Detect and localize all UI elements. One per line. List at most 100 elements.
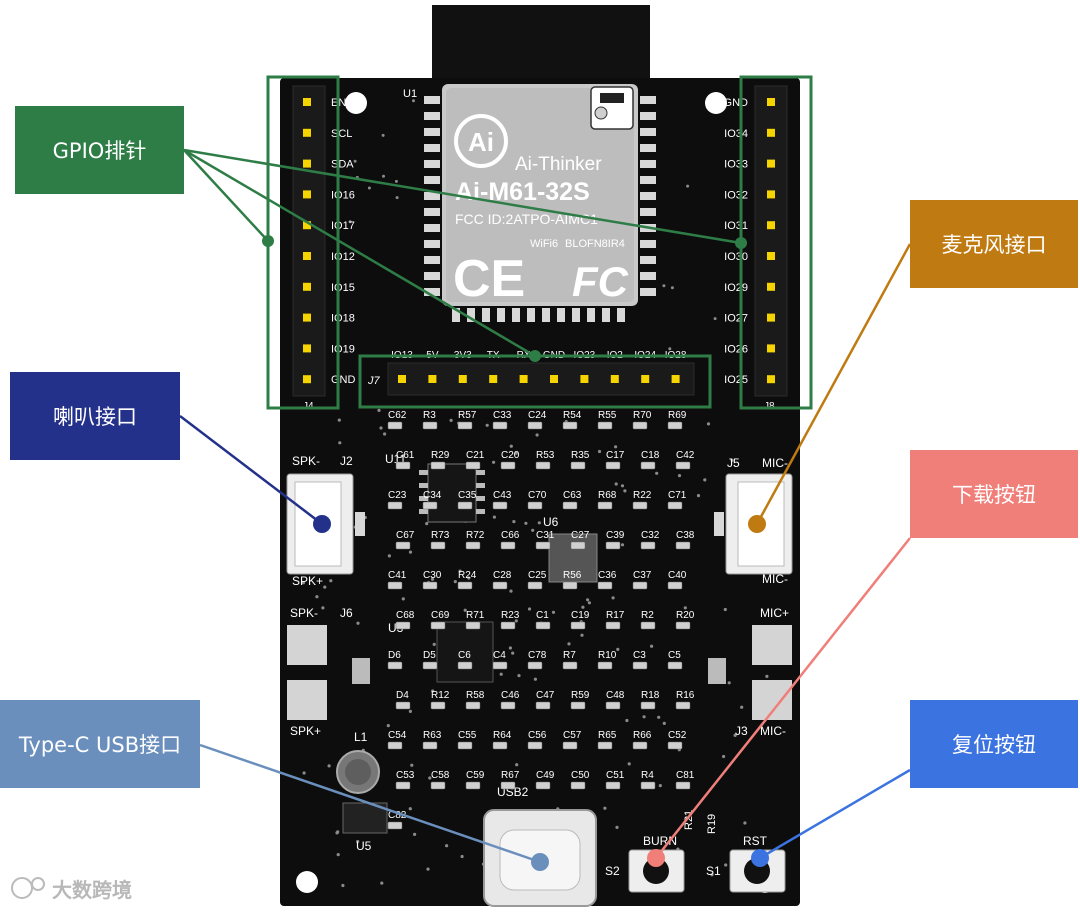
- smd-part: [395, 781, 411, 790]
- component-designator: R68: [598, 490, 617, 501]
- via: [499, 672, 503, 676]
- smd-part: [430, 621, 446, 630]
- component-designator: R73: [431, 530, 450, 541]
- smd-part: [430, 701, 446, 710]
- via: [686, 184, 690, 188]
- bottom-pin: [550, 375, 558, 383]
- module-pads: [424, 96, 656, 322]
- smd-part: [465, 701, 481, 710]
- via: [302, 771, 306, 775]
- reset-label: 复位按钮: [952, 733, 1036, 757]
- via: [597, 449, 602, 454]
- component-designator: C50: [571, 770, 590, 781]
- ic-u11-legs: [419, 470, 485, 514]
- via: [740, 705, 744, 709]
- component-designator: R64: [493, 730, 512, 741]
- via: [722, 754, 726, 759]
- component-designator: C35: [458, 490, 477, 501]
- via: [460, 854, 464, 859]
- smd-part: [640, 781, 656, 790]
- module-shield-inner: [446, 88, 634, 302]
- component-designator: C33: [493, 410, 512, 421]
- ic-u3: [436, 621, 494, 683]
- via: [620, 543, 625, 547]
- component-designator: C20: [501, 450, 520, 461]
- right-pin-label: IO27: [724, 313, 748, 325]
- speaker-callout-line: [179, 415, 323, 525]
- component-designator: C30: [423, 570, 442, 581]
- via: [329, 579, 333, 583]
- right-pin: [767, 252, 775, 260]
- via: [338, 441, 342, 445]
- module-pad: [424, 96, 440, 104]
- via: [445, 844, 449, 848]
- module-pad: [424, 192, 440, 200]
- smd-part: [605, 461, 621, 470]
- module-pad: [482, 308, 490, 322]
- via: [383, 432, 387, 436]
- r19-ref: R19: [706, 814, 718, 834]
- smd-part: [422, 501, 438, 510]
- right-pin: [767, 98, 775, 106]
- module-fcc-id: FCC ID:2ATPO-AIMC1: [455, 211, 598, 227]
- mic-minus-j3: MIC-: [760, 724, 786, 738]
- component-designator: C58: [431, 770, 450, 781]
- via: [581, 605, 585, 609]
- via: [492, 460, 496, 464]
- component-designator: R70: [633, 410, 652, 421]
- component-designator: R22: [633, 490, 652, 501]
- mic-pad-j3-top: [752, 625, 792, 665]
- module-pad: [424, 160, 440, 168]
- ic-leg: [419, 470, 428, 475]
- smd-part: [562, 661, 578, 670]
- via: [683, 606, 687, 610]
- component-designator: C52: [668, 730, 687, 741]
- via: [381, 133, 385, 137]
- component-designator: R71: [466, 610, 485, 621]
- module-logo-text: Ai: [468, 127, 494, 157]
- smd-part: [640, 541, 656, 550]
- smd-part: [527, 421, 543, 430]
- smd-part: [387, 821, 403, 830]
- smd-part: [675, 621, 691, 630]
- via: [535, 433, 539, 437]
- module-pad: [640, 288, 656, 296]
- smd-part: [632, 421, 648, 430]
- smd-part: [430, 461, 446, 470]
- mic-callout-line: [755, 243, 912, 525]
- via: [367, 186, 371, 190]
- via: [449, 418, 453, 422]
- mounting-hole-bottom-left: [296, 871, 318, 893]
- via: [395, 196, 399, 200]
- via: [467, 576, 471, 580]
- smd-part: [422, 421, 438, 430]
- bottom-pin: [641, 375, 650, 383]
- component-designator: R2: [641, 610, 654, 621]
- usb-label: Type-C USB接口: [18, 733, 182, 757]
- via: [386, 724, 390, 728]
- smd-part: [667, 581, 683, 590]
- smd-part: [535, 541, 551, 550]
- module-pad: [640, 192, 656, 200]
- smd-part: [430, 781, 446, 790]
- mounting-hole-top-left: [345, 92, 367, 114]
- component-designator: C23: [388, 490, 407, 501]
- component-designator: C59: [466, 770, 485, 781]
- mic-minus-top: MIC-: [762, 456, 788, 470]
- bottom-pin: [398, 375, 406, 383]
- via: [341, 883, 345, 888]
- burn-label: 下载按钮: [952, 483, 1036, 507]
- via: [662, 284, 666, 288]
- module-pad: [640, 96, 656, 104]
- component-designator: C32: [641, 530, 660, 541]
- via: [301, 581, 305, 585]
- smd-part: [632, 661, 648, 670]
- via: [611, 596, 615, 600]
- right-pin: [767, 128, 775, 137]
- component-designator: R57: [458, 410, 477, 421]
- module-pad: [424, 256, 440, 264]
- module-pad: [640, 256, 656, 264]
- component-designator: R55: [598, 410, 617, 421]
